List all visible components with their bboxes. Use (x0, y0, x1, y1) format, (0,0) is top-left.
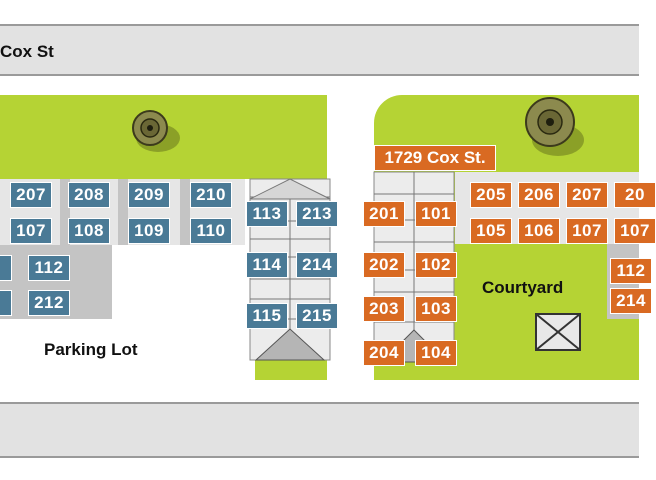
unit-114[interactable]: 114 (246, 252, 288, 278)
unit-214-right[interactable]: 214 (610, 288, 652, 314)
courtyard-label: Courtyard (482, 278, 564, 297)
unit-212[interactable]: 212 (28, 290, 70, 316)
unit-107-partial[interactable]: 107 (614, 218, 656, 244)
unit-20-partial[interactable]: 20 (614, 182, 656, 208)
unit-112-right[interactable]: 112 (610, 258, 652, 284)
unit-203[interactable]: 203 (363, 296, 405, 322)
unit-206[interactable]: 206 (518, 182, 560, 208)
unit-109[interactable]: 109 (128, 218, 170, 244)
street-top: Cox St (0, 24, 639, 76)
unit-106[interactable]: 106 (518, 218, 560, 244)
left-building-col2 (118, 179, 128, 245)
unit-113[interactable]: 113 (246, 201, 288, 227)
unit-207[interactable]: 207 (10, 182, 52, 208)
unit-210[interactable]: 210 (190, 182, 232, 208)
tree-icon (132, 110, 180, 152)
left-building-col (60, 179, 70, 245)
unit-108[interactable]: 108 (68, 218, 110, 244)
unit-209[interactable]: 209 (128, 182, 170, 208)
unit-215[interactable]: 215 (296, 303, 338, 329)
unit-105[interactable]: 105 (470, 218, 512, 244)
unit-204[interactable]: 204 (363, 340, 405, 366)
street-bottom (0, 402, 639, 458)
unit-104[interactable]: 104 (415, 340, 457, 366)
unit-207-right[interactable]: 207 (566, 182, 608, 208)
unit-112[interactable]: 112 (28, 255, 70, 281)
unit-edge-1[interactable] (0, 255, 12, 281)
courtyard-box-icon (535, 313, 581, 351)
unit-213[interactable]: 213 (296, 201, 338, 227)
unit-107-right[interactable]: 107 (566, 218, 608, 244)
unit-214[interactable]: 214 (296, 252, 338, 278)
unit-201[interactable]: 201 (363, 201, 405, 227)
unit-110[interactable]: 110 (190, 218, 232, 244)
parking-lot-label: Parking Lot (44, 340, 138, 359)
lawn-left-strip (255, 360, 327, 380)
unit-edge-2[interactable] (0, 290, 12, 316)
unit-107[interactable]: 107 (10, 218, 52, 244)
unit-202[interactable]: 202 (363, 252, 405, 278)
unit-101[interactable]: 101 (415, 201, 457, 227)
unit-115[interactable]: 115 (246, 303, 288, 329)
unit-102[interactable]: 102 (415, 252, 457, 278)
tree-icon-right (525, 97, 584, 156)
building-address-label: 1729 Cox St. (374, 145, 496, 171)
unit-205[interactable]: 205 (470, 182, 512, 208)
street-label-cox-st: Cox St (0, 42, 54, 61)
left-building-col3 (180, 179, 190, 245)
unit-208[interactable]: 208 (68, 182, 110, 208)
unit-103[interactable]: 103 (415, 296, 457, 322)
building-address-text: 1729 Cox St. (384, 148, 486, 167)
